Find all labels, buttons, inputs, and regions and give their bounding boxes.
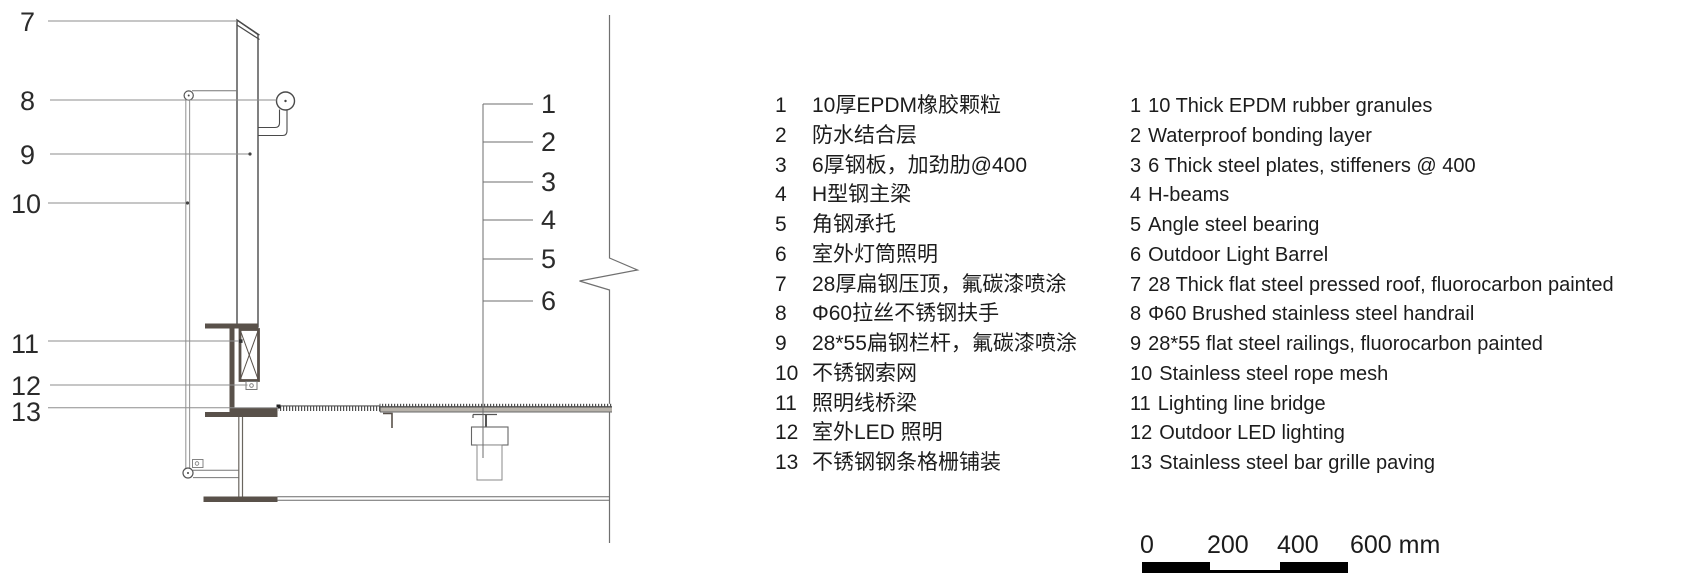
deck-angle-bracket xyxy=(383,412,393,428)
callout-6: 6 xyxy=(541,286,556,316)
callout-2: 2 xyxy=(541,127,556,157)
callout-11: 11 xyxy=(11,329,39,359)
lighting-line-bridge xyxy=(238,328,260,382)
callout-13: 13 xyxy=(11,397,41,427)
section-cut-line xyxy=(579,15,640,543)
callout-8: 8 xyxy=(20,86,35,116)
railing-panel xyxy=(236,18,260,328)
roof-deck xyxy=(379,403,612,413)
angle-steel-bearing xyxy=(472,413,497,427)
leader-lines xyxy=(48,20,278,409)
callout-5: 5 xyxy=(541,244,556,274)
callout-12: 12 xyxy=(11,371,41,401)
scale-label-400: 400 xyxy=(1277,531,1319,559)
ceiling-lines xyxy=(277,496,610,501)
scale-segment-0-200 xyxy=(1142,562,1210,573)
scale-label-600: 600 mm xyxy=(1350,531,1441,559)
rope-mesh-cable xyxy=(182,90,239,479)
scale-segment-200-400 xyxy=(1210,562,1280,573)
handrail xyxy=(258,91,296,137)
panel-base-plate xyxy=(205,323,258,329)
callout-9: 9 xyxy=(20,140,35,170)
light-barrel xyxy=(470,426,509,481)
i-beam xyxy=(203,412,278,502)
grille-paving xyxy=(276,404,380,411)
callout-7: 7 xyxy=(20,7,35,37)
support-post xyxy=(229,328,235,412)
callout-ladder xyxy=(482,103,533,458)
scale-bar-segments xyxy=(1142,562,1348,573)
led-fixture xyxy=(245,381,258,390)
scale-label-200: 200 xyxy=(1207,531,1249,559)
scale-label-0: 0 xyxy=(1140,531,1154,559)
callout-4: 4 xyxy=(541,205,556,235)
callout-3: 3 xyxy=(541,167,556,197)
deck-ledge xyxy=(229,407,278,412)
callout-1: 1 xyxy=(541,89,556,119)
callout-10: 10 xyxy=(11,189,41,219)
section-drawing: 1 2 3 4 5 6 7 8 9 10 11 12 13 xyxy=(11,7,640,543)
scale-segment-400-600 xyxy=(1280,562,1348,573)
